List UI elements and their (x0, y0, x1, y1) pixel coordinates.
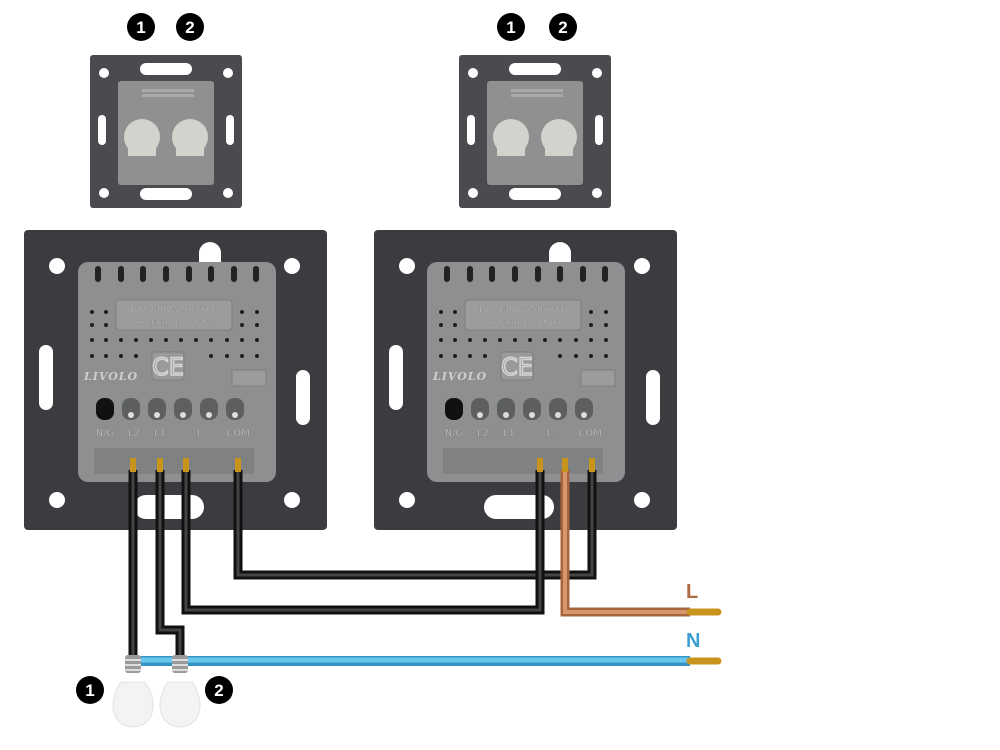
badge-top-left-1: 1 (127, 13, 155, 41)
svg-text:1: 1 (85, 681, 94, 700)
svg-text:1: 1 (506, 18, 515, 37)
voltage-rating: 100-240V~ 50/60Hz (128, 305, 220, 315)
base-module-right: 100-240V~ 50/60Hz 5A/gang 10A total CE L… (374, 230, 677, 530)
top-switch-module-right (459, 55, 611, 208)
badge-bulb-1: 1 (76, 676, 104, 704)
brand-logo: LIVOLO (83, 370, 138, 383)
svg-text:2: 2 (185, 18, 194, 37)
wire-com-link (233, 470, 597, 580)
badge-top-left-2: 2 (176, 13, 204, 41)
bulb-2 (159, 655, 201, 728)
terminal-label-l1: L1 (154, 428, 166, 439)
svg-text:2: 2 (558, 18, 567, 37)
voltage-rating: 100-240V~ 50/60Hz (477, 305, 569, 315)
svg-text:2: 2 (214, 681, 223, 700)
terminal-label-ng: N/G (96, 428, 115, 439)
terminal-label-l2: L2 (128, 428, 140, 439)
svg-text:1: 1 (136, 18, 145, 37)
badge-bulb-2: 2 (205, 676, 233, 704)
terminal-label-l1: L1 (503, 428, 515, 439)
ce-mark: CE (152, 353, 184, 381)
terminal-screws (445, 398, 593, 420)
terminal-label-ng: N/G (445, 428, 464, 439)
terminal-label-l: L (547, 428, 553, 439)
top-switch-module-left (90, 55, 242, 208)
live-label: L (686, 581, 698, 603)
base-module-left: 100-240V~ 50/60Hz 5A/gang 10A total CE L… (24, 230, 327, 530)
current-rating: 5A/gang 10A total (133, 318, 214, 328)
wire-neutral (140, 656, 722, 666)
terminal-label-com: COM (226, 428, 249, 439)
badge-top-right-2: 2 (549, 13, 577, 41)
terminal-label-l2: L2 (477, 428, 489, 439)
badge-top-right-1: 1 (497, 13, 525, 41)
wire-terminal-tips (130, 458, 595, 472)
current-rating: 5A/gang 10A total (482, 318, 563, 328)
terminal-label-l: L (197, 428, 203, 439)
terminal-screws (96, 398, 244, 420)
neutral-label: N (686, 630, 700, 652)
ce-mark: CE (501, 353, 533, 381)
bulb-1 (112, 655, 154, 728)
terminal-label-com: COM (578, 428, 601, 439)
wire-l1-to-l (181, 470, 545, 615)
wire-live-supply (560, 470, 722, 617)
wire-l1-to-bulb-2 (155, 470, 185, 655)
brand-logo: LIVOLO (432, 370, 487, 383)
